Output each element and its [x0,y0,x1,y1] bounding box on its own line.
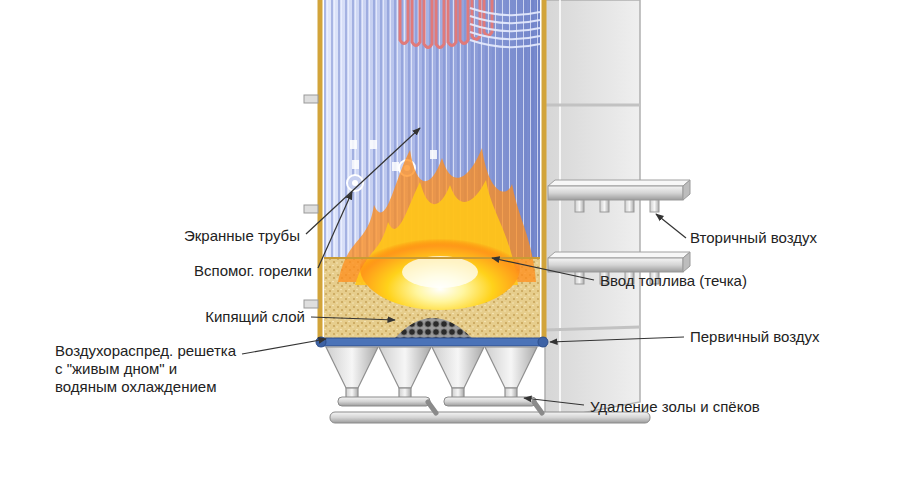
wall-port [350,140,437,171]
secondary-air-duct [548,180,690,212]
side-rib [545,327,640,330]
side-edge [559,0,561,416]
part-label: Экранные трубы [184,227,300,245]
air-grate [316,337,548,347]
part-label: Первичный воздух [690,328,820,346]
bed-particles [395,318,472,338]
label-box: Вторичный воздух [690,229,817,247]
label-box: Первичный воздух [690,328,820,346]
ash-hopper [326,347,537,398]
label-box: Ввод топлива (течка) [600,272,747,290]
part-label: Вторичный воздух [690,229,817,247]
tube-bundle [470,8,540,47]
ash-pipe-link [428,402,542,413]
label-box: Вспомог. горелки [194,262,312,280]
furnace-frame [320,0,544,341]
side-rib [545,104,640,107]
part-label: Ввод топлива (течка) [600,272,747,290]
label-box: Экранные трубы [184,227,300,245]
part-label: Вспомог. горелки [194,262,312,280]
part-label: Воздухораспред. решетка с "живым дном" и… [55,342,237,396]
label-box: Воздухораспред. решетка с "живым дном" и… [55,342,237,396]
bed-boundary [324,257,540,259]
part-label: Удаление золы и спёков [590,398,760,416]
label-box: Удаление золы и спёков [590,398,760,416]
flame [338,148,536,310]
superheater [400,0,492,48]
side-wall [545,0,640,420]
part-label: Кипящий слой [205,308,305,326]
label-box: Кипящий слой [205,308,305,326]
